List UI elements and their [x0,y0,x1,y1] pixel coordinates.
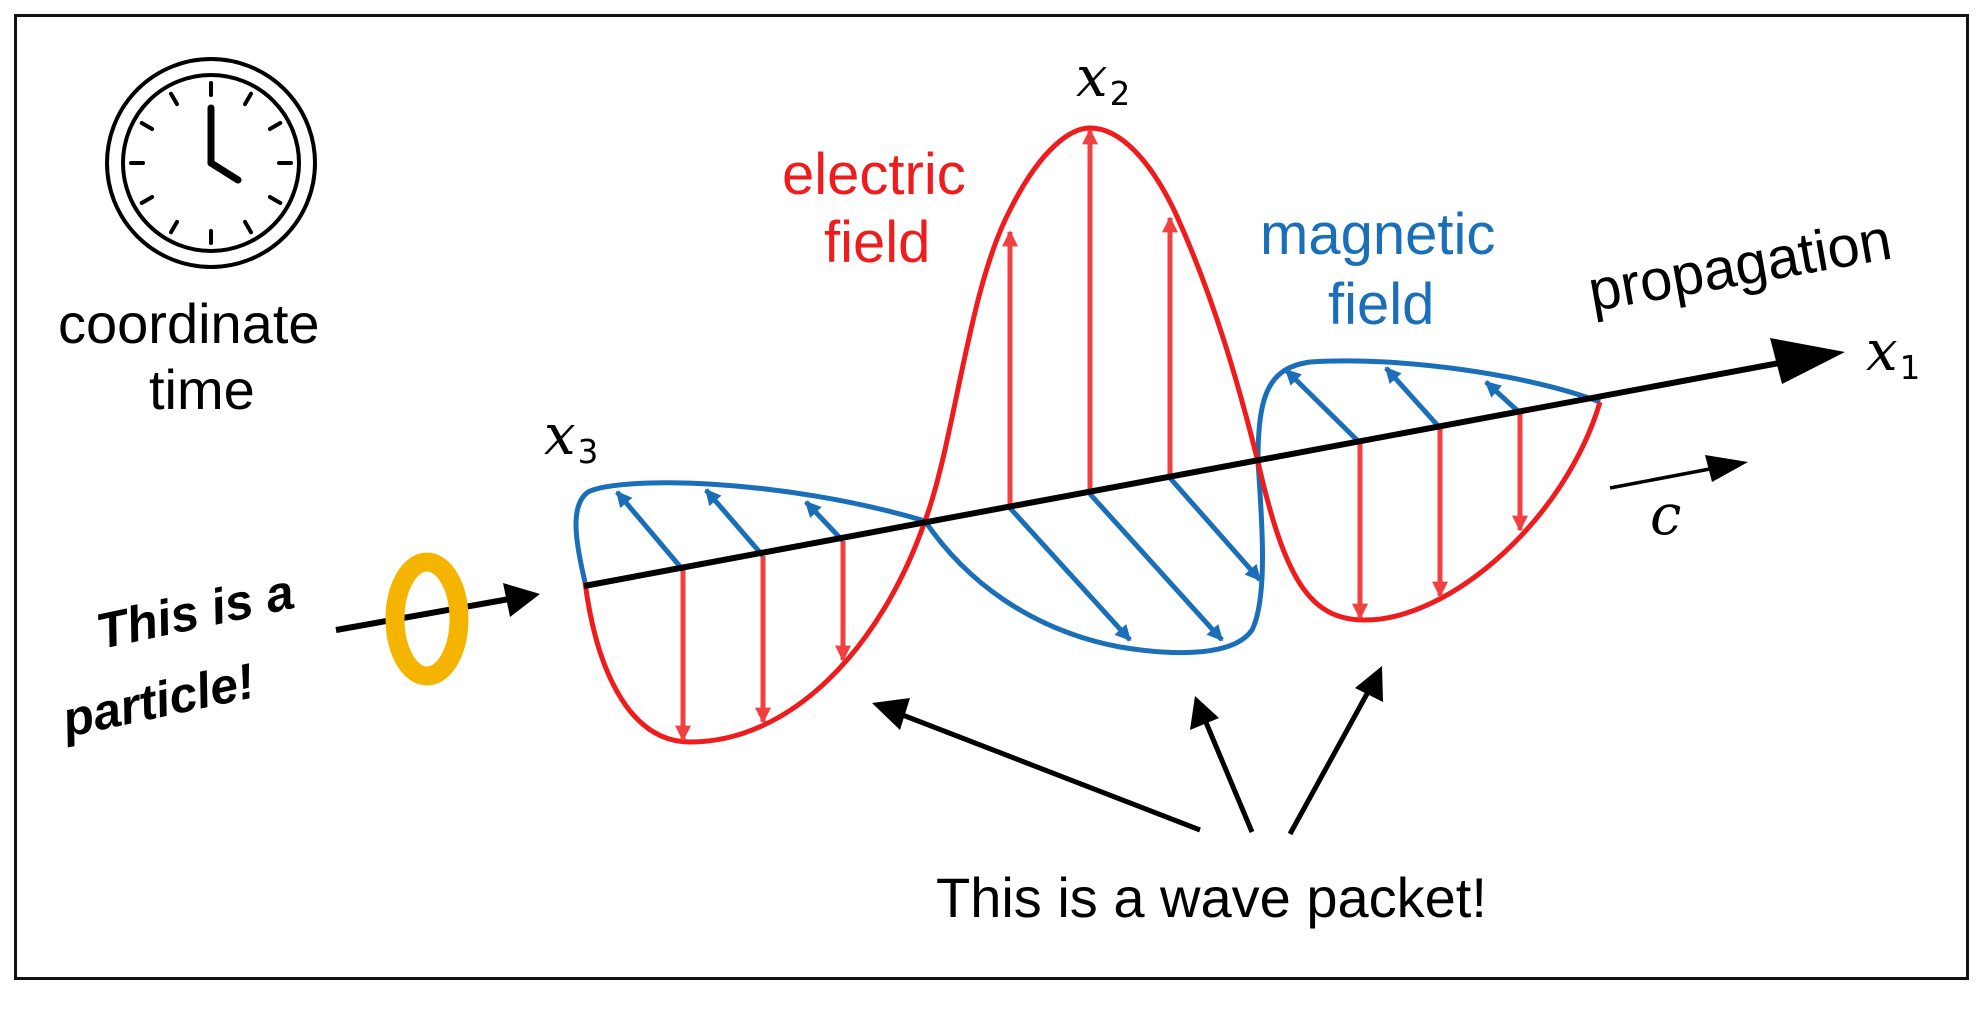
clock-tick [267,195,283,205]
electric-field-label-line2: field [824,210,931,275]
magnetic-field-wave [573,358,1601,656]
x1-subscript: 1 [1899,349,1921,388]
x1-variable: x [1866,319,1898,384]
clock-tick [267,121,283,131]
clock-icon [105,57,317,269]
clock-tick [139,195,155,205]
speed-c-label: c [1650,483,1682,548]
clock-tick [243,91,253,107]
axis-label-x2: x2 [1076,50,1130,111]
magnetic-field-vectors [615,366,1522,642]
speed-c-arrow [1609,455,1748,490]
electric-field-label-line1: electric [782,142,966,207]
clock-tick [243,219,253,235]
x2-subscript: 2 [1109,75,1131,114]
axis-label-x1: x1 [1866,324,1920,385]
clock-label-line1: coordinate [58,292,320,355]
wave-packet-label: This is a wave packet! [936,866,1487,929]
particle-arrow [335,583,540,633]
x3-subscript: 3 [577,433,599,472]
clock-tick [139,121,155,131]
clock-tick [169,219,179,235]
magnetic-field-label-line1: magnetic [1260,202,1496,267]
x3-variable: x [544,403,576,468]
wave-packet-pointers [872,666,1383,836]
x2-variable: x [1076,45,1108,110]
propagation-axis [583,338,1845,589]
particle-ring [385,552,469,686]
magnetic-field-label-line2: field [1328,272,1435,337]
clock-tick [169,91,179,107]
diagram-frame [14,14,1969,980]
electric-field-vectors [675,128,1528,742]
axis-label-x3: x3 [544,408,598,469]
clock-label-line2: time [149,358,255,421]
